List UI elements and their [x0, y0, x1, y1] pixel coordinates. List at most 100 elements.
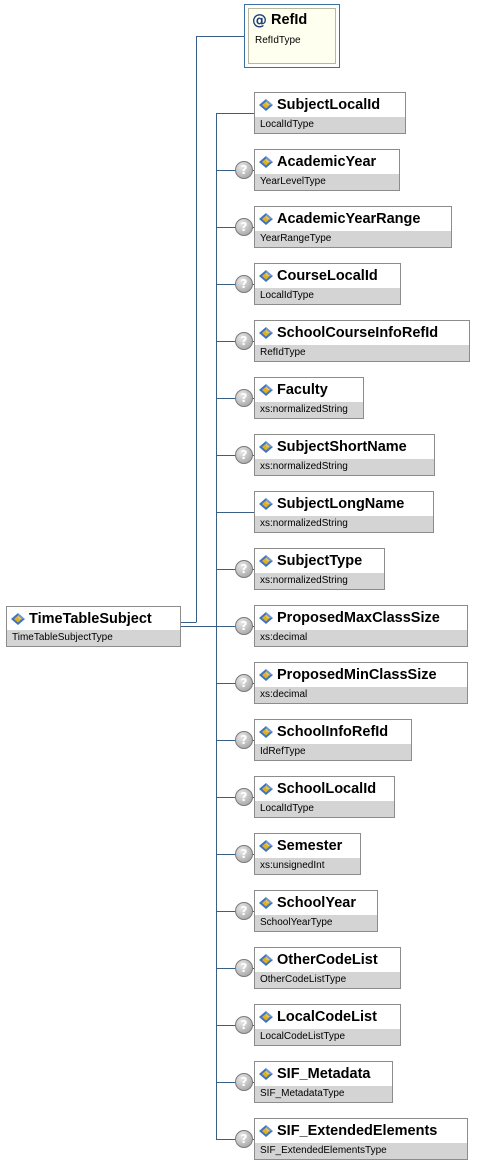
element-type: LocalIdType	[255, 288, 400, 304]
optional-indicator-icon: ?	[235, 959, 253, 977]
optional-indicator-icon: ?	[235, 1016, 253, 1034]
optional-indicator-icon: ?	[235, 617, 253, 635]
element-icon	[259, 840, 273, 852]
element-name: CourseLocalId	[277, 268, 378, 284]
element-icon	[259, 441, 273, 453]
optional-indicator-icon: ?	[235, 332, 253, 350]
element-name: SchoolLocalId	[277, 781, 377, 797]
element-type: xs:normalizedString	[255, 402, 363, 418]
element-node-subjectshortname[interactable]: SubjectShortName xs:normalizedString	[254, 434, 435, 476]
element-icon	[259, 726, 273, 738]
attribute-at-icon: @	[252, 11, 267, 29]
element-type: YearRangeType	[255, 231, 451, 247]
element-type: LocalIdType	[255, 801, 394, 817]
element-name: SchoolInfoRefId	[277, 724, 389, 740]
element-node-subjecttype[interactable]: SubjectType xs:normalizedString	[254, 548, 385, 590]
element-name: SubjectType	[277, 553, 363, 569]
element-icon	[259, 384, 273, 396]
element-node-faculty[interactable]: Faculty xs:normalizedString	[254, 377, 364, 419]
element-name: SubjectShortName	[277, 439, 407, 455]
element-name: SIF_ExtendedElements	[277, 1123, 438, 1139]
attribute-node-refid[interactable]: @ RefId RefIdType	[244, 4, 340, 68]
element-name: SIF_Metadata	[277, 1066, 371, 1082]
root-element-name: TimeTableSubject	[29, 611, 152, 627]
element-name: AcademicYearRange	[277, 211, 421, 227]
element-type: xs:decimal	[255, 687, 467, 703]
optional-indicator-icon: ?	[235, 1073, 253, 1091]
element-name: Faculty	[277, 382, 328, 398]
optional-indicator-icon: ?	[235, 218, 253, 236]
root-element-node[interactable]: TimeTableSubject TimeTableSubjectType	[6, 606, 181, 647]
element-type: LocalIdType	[255, 117, 405, 133]
element-name: OtherCodeList	[277, 952, 378, 968]
optional-indicator-icon: ?	[235, 902, 253, 920]
element-name: ProposedMinClassSize	[277, 667, 437, 683]
optional-indicator-icon: ?	[235, 674, 253, 692]
element-icon	[259, 498, 273, 510]
element-node-proposedmaxclasssize[interactable]: ProposedMaxClassSize xs:decimal	[254, 605, 468, 647]
element-icon	[259, 555, 273, 567]
element-icon	[259, 612, 273, 624]
attribute-type: RefIdType	[255, 35, 301, 46]
element-name: SubjectLocalId	[277, 97, 381, 113]
element-icon	[259, 270, 273, 282]
element-type: IdRefType	[255, 744, 411, 760]
element-name: SchoolYear	[277, 895, 356, 911]
element-name: AcademicYear	[277, 154, 377, 170]
element-type: RefIdType	[255, 345, 469, 361]
element-type: xs:normalizedString	[255, 459, 434, 475]
attribute-name: RefId	[271, 12, 308, 28]
element-name: LocalCodeList	[277, 1009, 377, 1025]
element-type: xs:decimal	[255, 630, 467, 646]
element-icon	[259, 1125, 273, 1137]
element-icon	[259, 1068, 273, 1080]
element-icon	[259, 99, 273, 111]
element-name: ProposedMaxClassSize	[277, 610, 440, 626]
root-element-type: TimeTableSubjectType	[7, 630, 180, 646]
element-type: OtherCodeListType	[255, 972, 400, 988]
element-name: Semester	[277, 838, 343, 854]
element-node-proposedminclasssize[interactable]: ProposedMinClassSize xs:decimal	[254, 662, 468, 704]
element-icon	[259, 327, 273, 339]
element-type: SIF_MetadataType	[255, 1086, 392, 1102]
element-type: SIF_ExtendedElementsType	[255, 1143, 467, 1159]
element-type: xs:normalizedString	[255, 573, 384, 589]
element-icon	[259, 156, 273, 168]
element-icon	[259, 1011, 273, 1023]
element-type: SchoolYearType	[255, 915, 377, 931]
element-icon	[11, 613, 25, 625]
element-icon	[259, 213, 273, 225]
element-icon	[259, 783, 273, 795]
element-type: LocalCodeListType	[255, 1029, 400, 1045]
optional-indicator-icon: ?	[235, 1130, 253, 1148]
element-type: YearLevelType	[255, 174, 399, 190]
optional-indicator-icon: ?	[235, 161, 253, 179]
element-type: xs:unsignedInt	[255, 858, 360, 874]
optional-indicator-icon: ?	[235, 275, 253, 293]
optional-indicator-icon: ?	[235, 560, 253, 578]
element-node-semester[interactable]: Semester xs:unsignedInt	[254, 833, 361, 875]
element-name: SubjectLongName	[277, 496, 405, 512]
element-icon	[259, 669, 273, 681]
optional-indicator-icon: ?	[235, 845, 253, 863]
element-type: xs:normalizedString	[255, 516, 433, 532]
optional-indicator-icon: ?	[235, 389, 253, 407]
optional-indicator-icon: ?	[235, 446, 253, 464]
element-name: SchoolCourseInfoRefId	[277, 325, 439, 341]
element-icon	[259, 897, 273, 909]
optional-indicator-icon: ?	[235, 788, 253, 806]
optional-indicator-icon: ?	[235, 731, 253, 749]
element-node-subjectlongname[interactable]: SubjectLongName xs:normalizedString	[254, 491, 434, 533]
